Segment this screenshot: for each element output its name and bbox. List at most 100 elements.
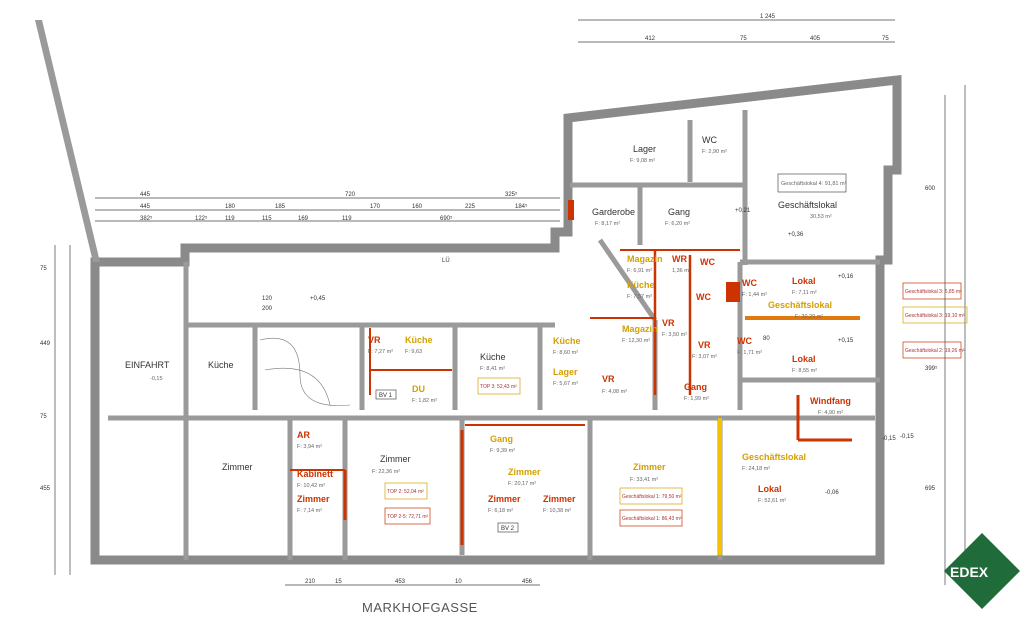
dim-label: 695: [925, 486, 936, 492]
dim-label: 445: [140, 192, 151, 198]
room-label: VR: [602, 374, 615, 384]
dimension-labels: 1 245 412 75 405 75 445 720 325⁵ 445 180…: [40, 14, 938, 585]
dim-label: 210: [305, 579, 316, 585]
area-box-text: TOP 2: 52,04 m²: [387, 489, 424, 495]
dim-label: 115: [262, 216, 272, 222]
room-label: Zimmer: [633, 462, 666, 472]
room-label: Zimmer: [508, 467, 541, 477]
dim-label: 120: [262, 296, 273, 302]
red-block: [726, 282, 740, 302]
room-label: Küche: [480, 352, 506, 362]
room-area: F: 10,38 m²: [543, 508, 571, 514]
room-label: VR: [698, 340, 711, 350]
area-box-text: Geschäftslokal 1: 79,50 m²: [622, 494, 682, 500]
room-label: Geschäftslokal: [778, 200, 837, 210]
dim-label: 600: [925, 186, 936, 192]
dim-label: 399⁵: [925, 365, 938, 372]
staircase: [259, 337, 351, 406]
room-area: -0,15: [150, 376, 163, 382]
level-marker: +0,21: [735, 208, 751, 214]
room-label: Küche: [627, 280, 655, 290]
room-area: F: 7,27 m²: [368, 349, 393, 355]
room-label: Lager: [553, 367, 578, 377]
dim-label: 449: [40, 341, 51, 347]
street-label: MARKHOFGASSE: [362, 600, 478, 615]
dim-label: 382⁵: [140, 215, 153, 222]
room-label: Kabinett: [297, 469, 333, 479]
dim-label: 170: [370, 204, 381, 210]
area-box-text: TOP 3: 52,43 m²: [480, 384, 517, 390]
room-area: F: 33,41 m²: [630, 477, 658, 483]
room-area: F: 1,82 m²: [412, 398, 437, 404]
level-marker: -0,15: [900, 434, 914, 440]
room-labels: EINFAHRT -0,15 Küche Zimmer VR F: 7,27 m…: [125, 135, 851, 514]
dimension-lines: [54, 19, 966, 586]
area-box-text: Geschäftslokal 1: 86,43 m²: [622, 516, 682, 522]
room-area: F: 6,20 m²: [665, 221, 690, 227]
dim-label: 445: [140, 204, 151, 210]
tag-text: BV 1: [379, 393, 393, 399]
dim-label: 200: [262, 306, 273, 312]
room-label: Zimmer: [380, 454, 411, 464]
dim-label: 75: [882, 36, 889, 42]
dim-label: 10: [455, 579, 462, 585]
area-box-text: TOP 2-5: 72,71 m²: [387, 514, 429, 520]
logo-text: EDEX: [950, 564, 989, 580]
room-area: F: 20,17 m²: [508, 481, 536, 487]
area-box-text: Geschäftslokal 2: 19,26 m²: [905, 348, 965, 354]
room-label: VR: [662, 318, 675, 328]
room-area: F: 4,08 m²: [602, 389, 627, 395]
room-label: Garderobe: [592, 207, 635, 217]
room-label: Lager: [633, 144, 656, 154]
plan-tags: BV 1 BV 2 LÜ: [375, 257, 519, 533]
room-label: Lokal: [792, 354, 816, 364]
room-area: F: 10,42 m²: [297, 483, 325, 489]
room-label: WR: [672, 254, 687, 264]
room-area: F: 5,67 m²: [553, 381, 578, 387]
room-label: Zimmer: [488, 494, 521, 504]
dim-label: 75: [740, 36, 747, 42]
room-area: F: 52,61 m²: [758, 498, 786, 504]
dim-label: 75: [40, 266, 47, 272]
room-area: F: 12,30 m²: [622, 338, 650, 344]
outer-walls: [35, 20, 902, 565]
room-area: F: 7,14 m²: [297, 508, 322, 514]
room-area: F: 1,99 m²: [684, 396, 709, 402]
highlight-walls: [290, 249, 860, 555]
room-area: F: 8,41 m²: [480, 366, 505, 372]
room-label: Zimmer: [543, 494, 576, 504]
room-label: DU: [412, 384, 425, 394]
edex-logo: EDEX: [944, 533, 1020, 609]
room-label: EINFAHRT: [125, 360, 170, 370]
room-area: F: 20,29 m²: [795, 314, 823, 320]
room-area: F: 1,71 m²: [737, 350, 762, 356]
room-label: WC: [742, 278, 757, 288]
tag-text: BV 2: [501, 526, 515, 532]
room-area: 30,53 m²: [810, 214, 832, 220]
area-box-text: Geschäftslokal 3: 19,10 m²: [905, 313, 965, 319]
dim-label: 122⁵: [195, 215, 208, 222]
room-area: F: 7,57 m²: [627, 294, 652, 300]
dim-label: 412: [645, 36, 656, 42]
room-label: Küche: [405, 335, 433, 345]
room-area: F: 9,39 m²: [490, 448, 515, 454]
area-box-text: Geschäftslokal 3: 6,85 m²: [905, 289, 962, 295]
room-area: 1,36 m²: [672, 268, 691, 274]
room-area: F: 8,55 m²: [792, 368, 817, 374]
dim-label: 690⁵: [440, 215, 453, 222]
dim-label: 405: [810, 36, 821, 42]
dim-label: 455: [40, 486, 51, 492]
room-label: Geschäftslokal: [768, 300, 832, 310]
room-label: Zimmer: [297, 494, 330, 504]
dim-label: 169: [298, 216, 309, 222]
room-area: F: 24,18 m²: [742, 466, 770, 472]
room-label: Magazin: [627, 254, 663, 264]
level-marker: +0,45: [310, 296, 326, 302]
room-area: F: 22,36 m²: [372, 469, 400, 475]
dim-label: 119: [225, 216, 235, 222]
room-label: Zimmer: [222, 462, 253, 472]
room-area: F: 4,90 m²: [818, 410, 843, 416]
dim-label: 325⁵: [505, 191, 518, 198]
dim-label: 180: [225, 204, 236, 210]
dim-label: 456: [522, 579, 533, 585]
